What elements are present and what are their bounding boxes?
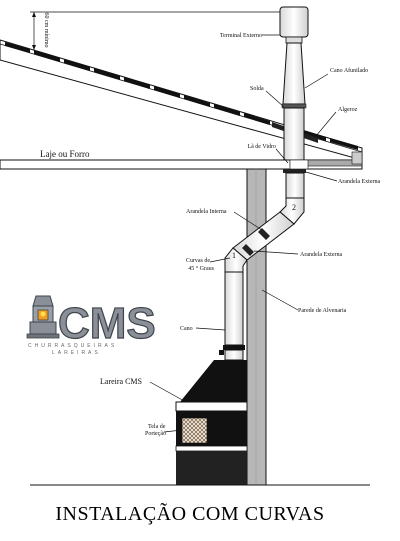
label-tela-1: Tela de	[148, 424, 166, 430]
label-algeroz: Algeroz	[338, 107, 358, 113]
label-curvas-1: Curvas de	[186, 258, 210, 264]
label-lareira: Lareira CMS	[100, 377, 142, 386]
label-laje: Lajе ou Forro	[40, 149, 90, 159]
label-curvas-2: 45 ° Graus	[188, 265, 214, 272]
roof	[0, 39, 363, 161]
diagram-title: INSTALAÇÃO COM CURVAS	[55, 501, 324, 525]
tapered-pipe	[282, 42, 306, 105]
label-arandela-externa-mid: Arandela Externa	[300, 252, 342, 258]
label-arandela-interna: Arandela Interna	[186, 209, 227, 215]
cms-logo: CMS CHURRASQUEIRAS LAREIRAS	[26, 295, 156, 356]
logo-sub-2: LAREIRAS	[52, 350, 101, 356]
label-parede: Parede de Alvenaria	[298, 308, 347, 314]
lower-pipe	[224, 271, 244, 346]
elbow-number-2: 2	[292, 203, 296, 212]
label-cano: Cano	[180, 326, 193, 332]
label-cano-afunilado: Cano Afunilado	[330, 67, 368, 74]
fireplace	[175, 360, 248, 485]
labels: Terminal Externo Cano Afunilado Solda Al…	[40, 33, 380, 437]
chimney-pipe: 1 2	[219, 6, 318, 361]
leader-lines	[149, 34, 338, 433]
logo-sub-1: CHURRASQUEIRAS	[28, 343, 117, 349]
roof-tiles	[5, 42, 358, 150]
label-solda: Solda	[250, 86, 264, 92]
label-la-de-vidro: Lã de Vidro	[247, 144, 276, 150]
ceiling-slab	[0, 151, 363, 170]
fireplace-logo-icon	[26, 295, 60, 339]
protection-mesh	[181, 417, 208, 444]
terminal-cap	[279, 6, 309, 38]
label-terminal: Terminal Externo	[220, 33, 262, 39]
height-note-label: 60 cm mínimo	[43, 13, 49, 48]
masonry-wall	[246, 168, 267, 486]
elbow-number-1: 1	[232, 251, 236, 260]
label-arandela-externa-top: Arandela Externa	[338, 179, 380, 185]
fireplace-hood	[180, 360, 247, 402]
label-tela-2: Porteção	[145, 431, 166, 437]
logo-text: CMS	[58, 299, 156, 348]
height-dimension: 60 cm mínimo	[30, 11, 282, 50]
